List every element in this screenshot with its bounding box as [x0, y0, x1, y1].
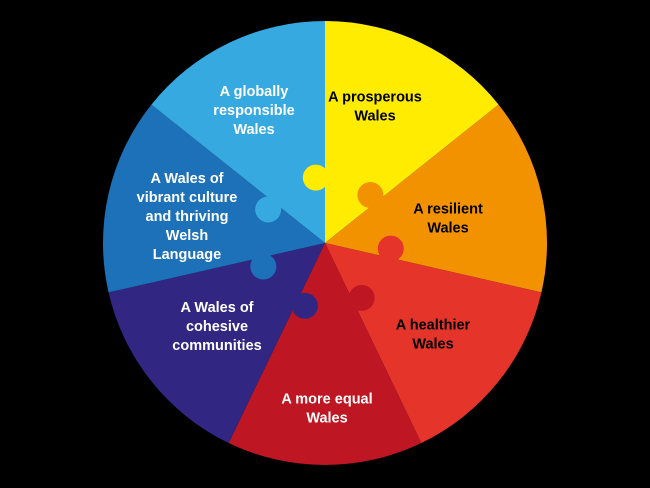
puzzle-knob-neck: [313, 172, 328, 187]
goal-label-line: A prosperous: [328, 90, 422, 106]
goal-label-line: responsible: [213, 103, 294, 119]
goal-label-line: Wales: [427, 221, 468, 237]
goal-label-line: A Wales of: [180, 300, 253, 316]
goal-label: A Wales of cohesive communities: [172, 300, 261, 354]
goal-segment: [325, 243, 542, 444]
puzzle-knob-neck: [265, 199, 280, 214]
goal-label-line: A globally: [220, 84, 289, 100]
goal-label-line: Welsh: [166, 228, 208, 244]
goal-segment: [228, 243, 422, 465]
puzzle-knob-neck: [294, 295, 309, 310]
goal-label-line: Wales: [354, 109, 395, 125]
goal-label-line: and thriving: [146, 209, 229, 225]
goal-label-line: A Wales of: [150, 171, 223, 187]
goal-label-line: communities: [172, 338, 261, 354]
goal-label-line: Wales: [412, 337, 453, 353]
puzzle-knob-neck: [349, 291, 364, 306]
goal-segment: [108, 243, 325, 444]
goal-segment: [102, 104, 325, 293]
goal-label-line: A healthier: [396, 318, 471, 334]
puzzle-knob-neck: [256, 254, 271, 269]
puzzle-knob-neck: [364, 192, 379, 207]
goal-label-line: A more equal: [281, 392, 372, 408]
goal-label-line: vibrant culture: [137, 190, 238, 206]
goal-label-line: Wales: [233, 122, 274, 138]
goal-label-line: Wales: [306, 411, 347, 427]
goal-segment: [151, 21, 325, 243]
goal-label-line: A resilient: [413, 202, 483, 218]
goal-label-line: cohesive: [186, 319, 248, 335]
goal-label-line: Language: [153, 247, 221, 263]
puzzle-knob-neck: [381, 245, 396, 260]
